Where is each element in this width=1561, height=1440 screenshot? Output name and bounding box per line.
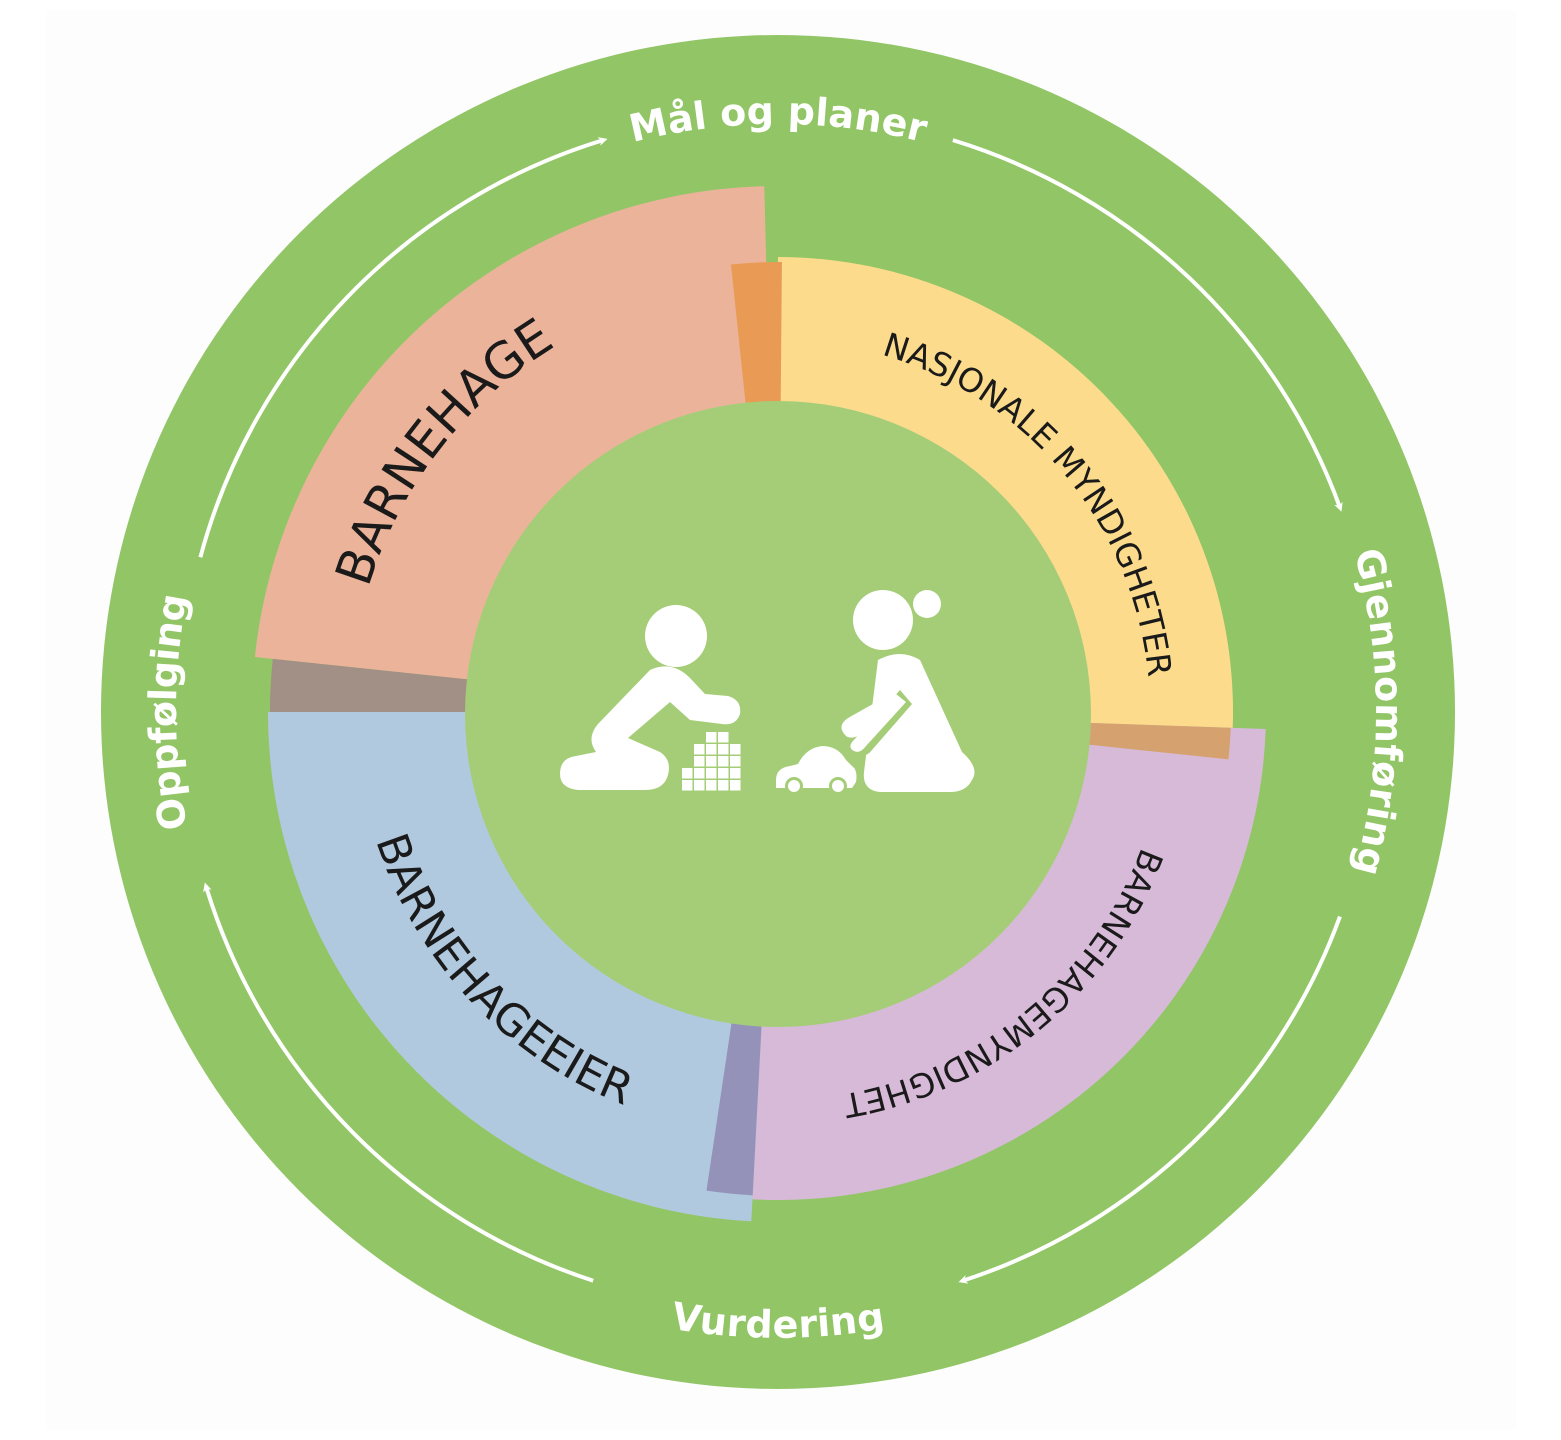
block-icon (682, 768, 693, 779)
block-icon (706, 744, 717, 755)
block-icon (718, 744, 729, 755)
arrow-maal-to-gjennomforing-icon (952, 138, 1343, 512)
toy-car-icon (776, 746, 857, 795)
block-icon (694, 744, 705, 755)
block-icon (718, 756, 729, 767)
arrow-gjennomforing-to-vurdering-icon (958, 915, 1342, 1284)
children-playing-icon (560, 590, 975, 795)
block-icon (694, 756, 705, 767)
block-icon (706, 768, 717, 779)
block-icon (706, 732, 717, 743)
block-icon (682, 780, 693, 791)
block-icon (706, 780, 717, 791)
block-icon (730, 780, 741, 791)
block-icon (718, 780, 729, 791)
block-icon (730, 756, 741, 767)
blocks-icon (682, 732, 741, 791)
overlap-eier-barnehage (270, 658, 480, 712)
block-icon (718, 732, 729, 743)
overlap-nasjonale-myndighet (1076, 722, 1231, 760)
segment-myndighet (748, 722, 1266, 1200)
segment-eier (268, 712, 763, 1222)
block-icon (694, 780, 705, 791)
block-icon (730, 768, 741, 779)
arrow-oppfolging-to-maal-icon (198, 137, 608, 558)
overlap-barnehage-nasjonale (730, 261, 782, 414)
overlap-myndighet-eier (706, 1008, 763, 1196)
block-icon (730, 744, 741, 755)
block-icon (718, 768, 729, 779)
cycle-arrows (198, 137, 1343, 1284)
segment-barnehage (254, 186, 771, 681)
center-circle (465, 401, 1091, 1027)
block-icon (694, 768, 705, 779)
arrow-vurdering-to-oppfolging-icon (203, 882, 594, 1283)
boy-figure-icon (560, 605, 741, 790)
block-icon (706, 756, 717, 767)
girl-figure-icon (841, 590, 975, 792)
